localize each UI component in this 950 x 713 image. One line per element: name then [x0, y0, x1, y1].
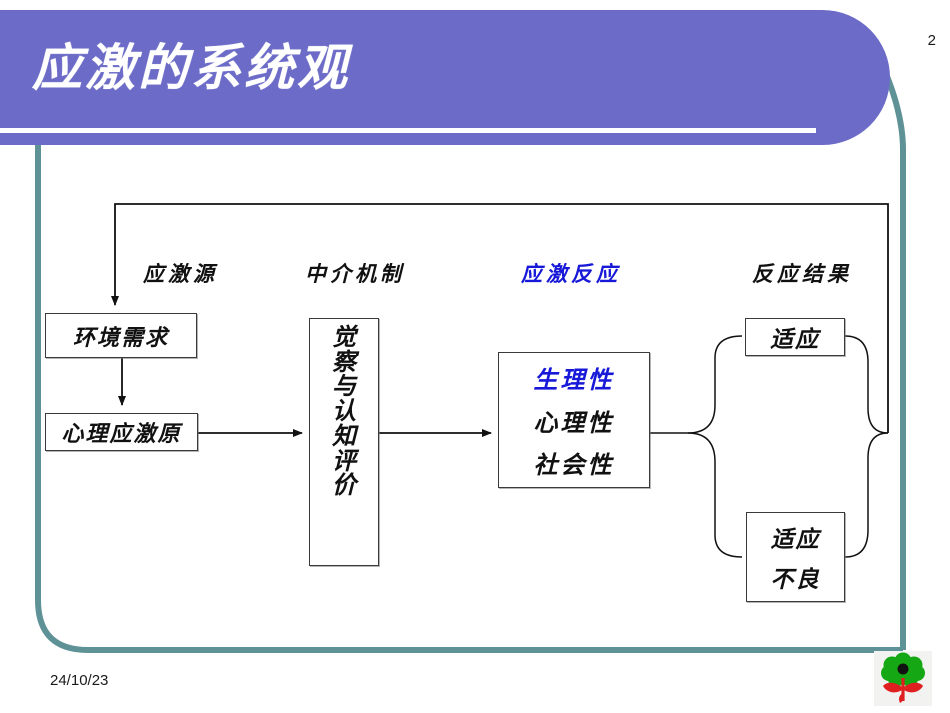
node-adaptation[interactable]: 适应: [745, 318, 845, 356]
footer-date: 24/10/23: [50, 672, 109, 689]
flower-logo: [874, 651, 932, 706]
appraisal-char-6: 评: [332, 445, 356, 475]
page-title: 应激的系统观: [32, 38, 350, 97]
flower-leaf-right: [904, 682, 923, 693]
title-underline: [0, 128, 816, 133]
response-line-social: 社会性: [533, 449, 615, 479]
appraisal-char-3: 与: [332, 371, 356, 401]
node-adaptation-label: 适应: [770, 326, 820, 353]
page-number: 2: [927, 32, 936, 49]
node-maladaptation[interactable]: 适应 不良: [746, 512, 845, 602]
node-environmental-demand[interactable]: 环境需求: [45, 313, 197, 358]
appraisal-char-4: 认: [332, 396, 356, 426]
node-cognitive-appraisal[interactable]: 觉 察 与 认 知 评 价: [309, 318, 379, 566]
flower-leaf-left: [883, 682, 902, 693]
appraisal-char-7: 价: [332, 470, 356, 500]
node-psychological-stressor-label: 心理应激原: [61, 421, 182, 447]
node-maladaptation-line-2: 不良: [770, 566, 821, 594]
node-stress-response[interactable]: 生理性 心理性 社会性: [498, 352, 650, 488]
node-environmental-demand-label: 环境需求: [72, 324, 169, 351]
appraisal-char-1: 觉: [332, 322, 356, 351]
flower-logo-icon: [881, 652, 925, 703]
flower-petals: [881, 652, 925, 687]
title-banner: [0, 10, 890, 145]
flower-center: [897, 663, 909, 675]
column-header-stress-response: 应激反应: [521, 261, 621, 286]
column-header-mediating-mechanism: 中介机制: [305, 261, 405, 286]
column-header-stressor: 应激源: [143, 261, 218, 286]
node-maladaptation-line-1: 适应: [770, 525, 821, 553]
flower-leaf-bottom: [899, 693, 904, 703]
appraisal-char-2: 察: [332, 346, 356, 376]
appraisal-char-5: 知: [332, 420, 356, 450]
node-psychological-stressor[interactable]: 心理应激原: [45, 413, 198, 451]
response-line-psychological: 心理性: [533, 407, 615, 437]
column-header-response-outcome: 反应结果: [752, 261, 852, 286]
response-line-physiological: 生理性: [533, 365, 615, 395]
